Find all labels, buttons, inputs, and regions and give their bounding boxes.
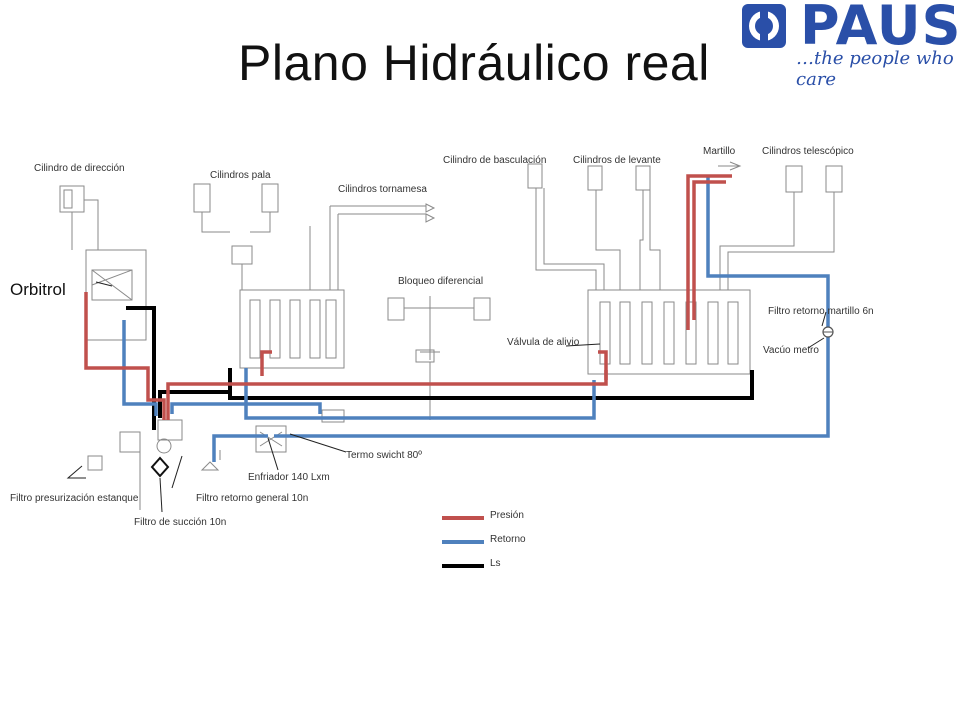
filtro-retorno-martillo-symbol <box>822 326 834 338</box>
legend-swatches <box>442 516 484 568</box>
legend-label-retorno: Retorno <box>490 534 526 545</box>
logo-brand: PAUS <box>800 0 960 57</box>
schematic-lines <box>59 161 843 510</box>
logo-emblem-icon <box>742 4 786 48</box>
callout-arrows <box>66 281 827 513</box>
label-cilindros-levante: Cilindros de levante <box>573 155 661 166</box>
pressure-lines <box>84 174 732 420</box>
return-lines <box>122 176 830 462</box>
label-filtro-succion: Filtro de succión 10n <box>134 517 227 528</box>
label-cilindros-tornamesa: Cilindros tornamesa <box>338 184 427 195</box>
label-cilindro-basculacion: Cilindro de basculación <box>443 155 547 166</box>
legend-label-presion: Presión <box>490 510 524 521</box>
label-filtro-retorno-martillo: Filtro retorno martillo 6n <box>768 306 874 317</box>
label-cilindros-telescopico: Cilindros telescópico <box>762 146 854 157</box>
page-title: Plano Hidráulico real <box>238 35 710 91</box>
label-filtro-retorno-general: Filtro retorno general 10n <box>196 493 309 504</box>
label-orbitrol: Orbitrol <box>10 280 66 299</box>
label-martillo: Martillo <box>703 146 736 157</box>
label-valvula-alivio: Válvula de alivio <box>507 337 580 348</box>
label-cilindro-direccion: Cilindro de dirección <box>34 163 125 174</box>
label-bloqueo-diferencial: Bloqueo diferencial <box>398 276 484 287</box>
label-filtro-presurizacion: Filtro presurización estanque <box>10 493 139 504</box>
label-cilindros-pala: Cilindros pala <box>210 170 271 181</box>
label-termo-switch: Termo swicht 80º <box>346 450 422 461</box>
label-vacuo-metro: Vacúo metro <box>763 345 819 356</box>
ls-lines <box>126 306 754 430</box>
filtro-succion-symbol <box>150 456 170 478</box>
legend-label-ls: Ls <box>490 558 501 569</box>
label-enfriador: Enfriador 140 Lxm <box>248 472 330 483</box>
logo-tagline: …the people who care <box>796 48 954 90</box>
